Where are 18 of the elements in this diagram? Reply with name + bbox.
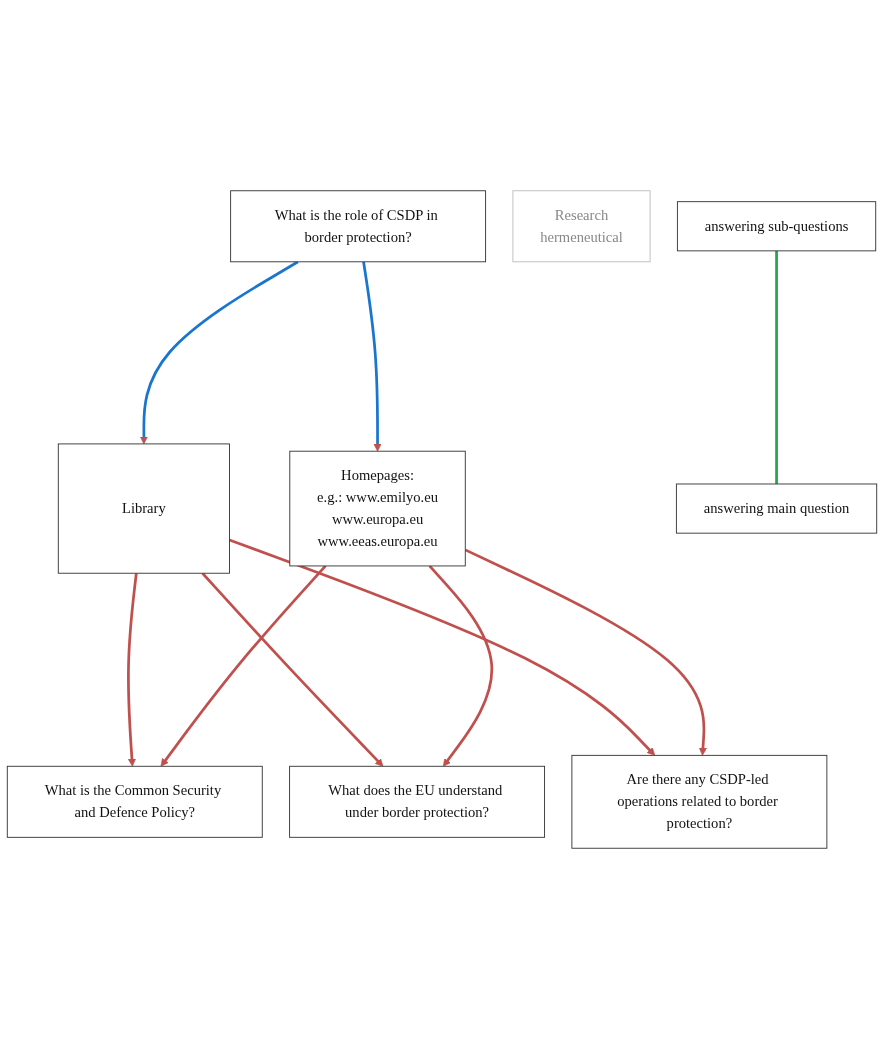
arrow — [362, 261, 382, 452]
node-box: Homepages: e.g.: www.emilyo.eu www.europa.eu www.eeas.europa.eu — [289, 450, 466, 567]
arrow — [464, 548, 707, 756]
node-box: Library — [57, 443, 230, 574]
node-box: What does the EU understand under border protection? — [289, 765, 546, 838]
arrow — [428, 565, 494, 767]
arrow — [160, 565, 327, 767]
node-box: What is the Common Security and Defence Policy? — [6, 765, 263, 838]
node-box: answering main question — [675, 483, 878, 534]
arrow — [229, 538, 656, 756]
arrow — [127, 573, 138, 767]
node-box: answering sub-questions — [676, 201, 877, 252]
connector — [775, 250, 778, 484]
arrow — [201, 572, 384, 767]
node-box: Research hermeneutical — [512, 190, 651, 263]
node-box: What is the role of CSDP in border protection? — [230, 190, 487, 263]
arrow — [139, 260, 299, 445]
node-box: Are there any CSDP-led operations related to border protection? — [571, 754, 828, 849]
